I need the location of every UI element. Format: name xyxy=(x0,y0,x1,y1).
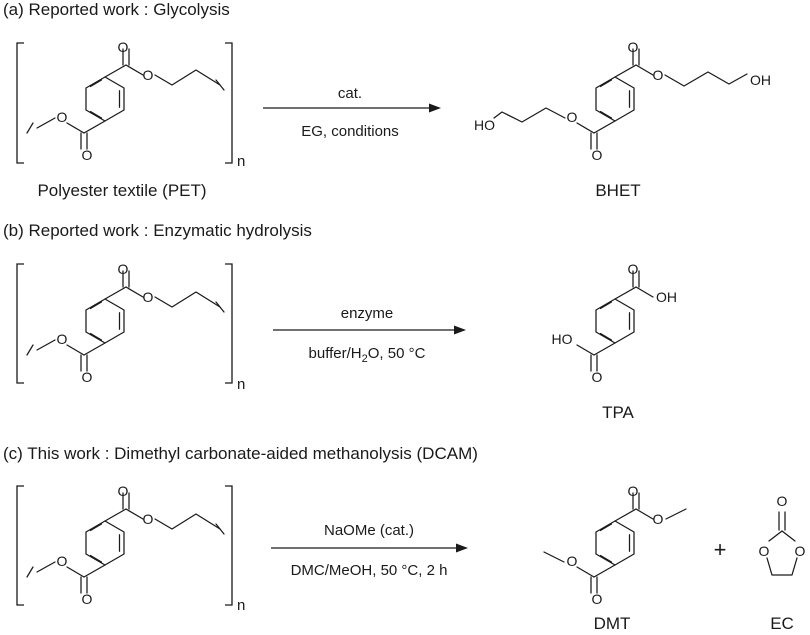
ester-oxygen: O xyxy=(57,109,68,125)
ester-oxygen: O xyxy=(57,331,68,347)
ring-oxygen: O xyxy=(759,543,770,559)
conditions-label: buffer/H2O, 50 °C xyxy=(309,345,426,365)
ec-structure: O O O xyxy=(759,493,806,576)
catalyst-label: cat. xyxy=(338,85,362,102)
repeat-n: n xyxy=(237,153,245,170)
left-bracket xyxy=(16,485,24,606)
bhet-structure: O O OH O O HO xyxy=(474,39,771,163)
tpa-structure: O OH HO O xyxy=(552,261,678,385)
carbonyl-oxygen: O xyxy=(82,591,93,607)
left-bracket xyxy=(16,42,24,164)
conditions-label: DMC/MeOH, 50 °C, 2 h xyxy=(291,562,448,579)
right-bracket xyxy=(225,42,233,164)
ester-oxygen: O xyxy=(567,109,578,125)
section-c: (c) This work : Dimethyl carbonate-aided… xyxy=(3,444,806,633)
ring-oxygen: O xyxy=(795,543,806,559)
catalyst-label: NaOMe (cat.) xyxy=(324,522,414,539)
carbonyl-oxygen: O xyxy=(82,147,93,163)
ester-oxygen: O xyxy=(57,553,68,569)
tpa-label: TPA xyxy=(602,403,634,422)
hydroxyl-ho: HO xyxy=(474,117,495,133)
carboxyl-oh: OH xyxy=(656,289,677,305)
section-b-heading: (b) Reported work : Enzymatic hydrolysis xyxy=(3,221,312,240)
carbonyl-oxygen: O xyxy=(118,261,129,277)
carbonyl-oxygen: O xyxy=(592,369,603,385)
carbonyl-oxygen: O xyxy=(592,147,603,163)
reaction-arrow-a xyxy=(263,103,441,113)
bhet-label: BHET xyxy=(595,181,640,200)
repeat-n: n xyxy=(237,376,245,393)
ec-label: EC xyxy=(770,614,794,633)
carbonyl-oxygen: O xyxy=(628,39,639,55)
reaction-arrow-c xyxy=(271,543,468,553)
hydroxyl-oh: OH xyxy=(750,72,771,88)
right-bracket xyxy=(225,263,233,384)
section-b: (b) Reported work : Enzymatic hydrolysis… xyxy=(3,221,677,422)
dmt-label: DMT xyxy=(594,614,631,633)
enzyme-label: enzyme xyxy=(341,305,394,322)
repeat-n: n xyxy=(237,597,245,614)
conditions-label: EG, conditions xyxy=(301,123,399,140)
carbonyl-oxygen: O xyxy=(777,493,788,509)
methyl-bond xyxy=(665,508,687,520)
ester-oxygen: O xyxy=(143,67,154,83)
section-a: (a) Reported work : Glycolysis O O O O n… xyxy=(3,0,771,200)
carboxyl-ho: HO xyxy=(552,331,573,347)
right-bracket xyxy=(225,485,233,606)
ester-oxygen: O xyxy=(653,511,664,527)
pet-label: Polyester textile (PET) xyxy=(37,181,206,200)
reaction-arrow-b xyxy=(273,325,466,335)
carbonyl-oxygen: O xyxy=(628,483,639,499)
ester-oxygen: O xyxy=(653,67,664,83)
section-a-heading: (a) Reported work : Glycolysis xyxy=(3,0,230,19)
ester-oxygen: O xyxy=(143,289,154,305)
pet-structure-a: O O O O n xyxy=(16,39,245,170)
dmt-structure: O O O O xyxy=(543,483,687,607)
carbonyl-oxygen: O xyxy=(82,369,93,385)
section-c-heading: (c) This work : Dimethyl carbonate-aided… xyxy=(3,444,478,463)
plus-sign: + xyxy=(714,537,727,562)
ester-oxygen: O xyxy=(567,553,578,569)
ester-oxygen: O xyxy=(143,511,154,527)
carbonyl-oxygen: O xyxy=(118,39,129,55)
left-bracket xyxy=(16,263,24,384)
carbonyl-oxygen: O xyxy=(118,483,129,499)
methyl-bond xyxy=(543,551,565,563)
pet-structure-b: O O O O n xyxy=(16,261,245,393)
carbonyl-oxygen: O xyxy=(628,261,639,277)
carbonyl-oxygen: O xyxy=(592,591,603,607)
pet-structure-c: O O O O n xyxy=(16,483,245,614)
